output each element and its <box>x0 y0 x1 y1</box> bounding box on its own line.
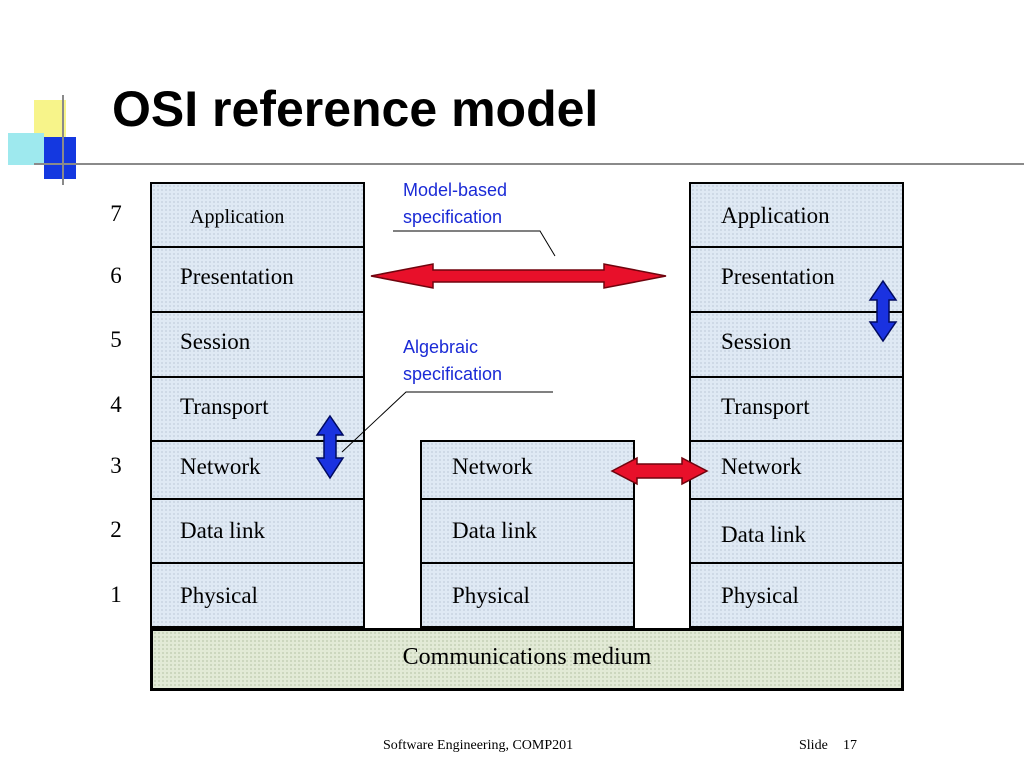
layer-label: Session <box>721 329 792 354</box>
layer-number-7: 7 <box>110 201 122 226</box>
layer-number-5: 5 <box>110 327 122 352</box>
layer-label: Data link <box>180 518 265 543</box>
right-layer-application: Application <box>689 182 904 248</box>
right-layer-physical: Physical <box>689 562 904 628</box>
layer-number-4: 4 <box>110 392 122 417</box>
left-vertical-double-arrow <box>315 414 345 480</box>
layer-label: Transport <box>180 394 269 419</box>
layer-label: Physical <box>180 583 258 608</box>
layer-number-2: 2 <box>110 517 122 542</box>
right-layer-network: Network <box>689 440 904 500</box>
left-layer-physical: Physical <box>150 562 365 628</box>
slide-title: OSI reference model <box>112 81 599 137</box>
right-layer-presentation: Presentation <box>689 246 904 313</box>
layer-label: Data link <box>721 522 806 547</box>
layer-label: Transport <box>721 394 810 419</box>
layer-label: Network <box>180 454 261 479</box>
layer-label: Presentation <box>721 264 835 289</box>
middle-layer-physical: Physical <box>420 562 635 628</box>
model-based-annotation: Model-based specification <box>403 180 508 227</box>
algebraic-leader-line <box>341 391 553 453</box>
layer-number-1: 1 <box>110 582 122 607</box>
layer-label: Application <box>190 206 285 228</box>
network-double-arrow <box>610 456 709 486</box>
communications-medium: Communications medium <box>150 628 904 691</box>
medium-label: Communications medium <box>402 644 652 670</box>
left-layer-presentation: Presentation <box>150 246 365 313</box>
middle-layer-network: Network <box>420 440 635 500</box>
model-based-double-arrow <box>370 263 667 289</box>
footer-course: Software Engineering, COMP201 <box>383 738 574 753</box>
right-layer-transport: Transport <box>689 376 904 442</box>
layer-label: Presentation <box>180 264 294 289</box>
footer-slide-label: Slide <box>799 738 828 753</box>
layer-label: Session <box>180 329 251 354</box>
layer-label: Physical <box>452 583 530 608</box>
slide-logo <box>8 95 98 190</box>
left-layer-session: Session <box>150 311 365 378</box>
model-based-leader-line <box>393 230 556 257</box>
layer-number-3: 3 <box>110 453 122 478</box>
layer-label: Physical <box>721 583 799 608</box>
footer-slide-number: 17 <box>843 738 857 753</box>
layer-number-6: 6 <box>110 263 122 288</box>
layer-label: Application <box>721 203 830 228</box>
left-layer-data-link: Data link <box>150 498 365 564</box>
right-layer-session: Session <box>689 311 904 378</box>
algebraic-annotation: Algebraic specification <box>403 337 503 384</box>
layer-label: Network <box>452 454 533 479</box>
title-underline <box>34 163 1024 165</box>
right-vertical-double-arrow <box>868 279 898 343</box>
layer-label: Network <box>721 454 802 479</box>
layer-label: Data link <box>452 518 537 543</box>
